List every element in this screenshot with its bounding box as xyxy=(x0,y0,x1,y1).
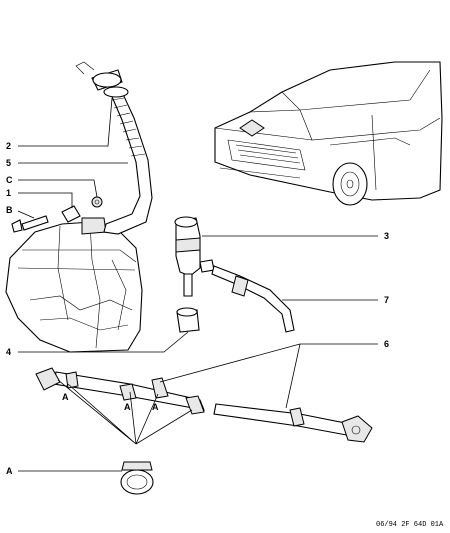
grommet-1 xyxy=(61,205,81,223)
callout-a-1: A xyxy=(62,392,69,402)
leader-lines xyxy=(17,97,378,472)
washer-pump xyxy=(174,216,215,297)
callout-a-2: A xyxy=(124,402,131,412)
callout-a-3: A xyxy=(152,402,159,412)
hose-clip-a xyxy=(120,461,154,495)
clip-c xyxy=(91,196,103,208)
pump-grommet-4 xyxy=(176,307,200,333)
callout-7: 7 xyxy=(384,295,389,305)
filler-neck xyxy=(103,86,153,235)
callout-c: C xyxy=(6,175,13,185)
callout-1: 1 xyxy=(6,188,11,198)
callout-4: 4 xyxy=(6,347,11,357)
car-illustration xyxy=(214,61,443,206)
callout-3: 3 xyxy=(384,231,389,241)
callout-2: 2 xyxy=(6,141,11,151)
callout-b: B xyxy=(6,205,13,215)
filler-cap xyxy=(75,61,123,91)
callout-6: 6 xyxy=(384,339,389,349)
bolt-b xyxy=(11,215,49,233)
hose-7 xyxy=(211,265,295,333)
callout-5: 5 xyxy=(6,158,11,168)
pipe-assembly xyxy=(35,367,373,443)
washer-reservoir xyxy=(5,217,143,353)
reference-code: 06/94 2F 64D 01A xyxy=(376,521,444,529)
callout-a-4: A xyxy=(6,466,13,476)
